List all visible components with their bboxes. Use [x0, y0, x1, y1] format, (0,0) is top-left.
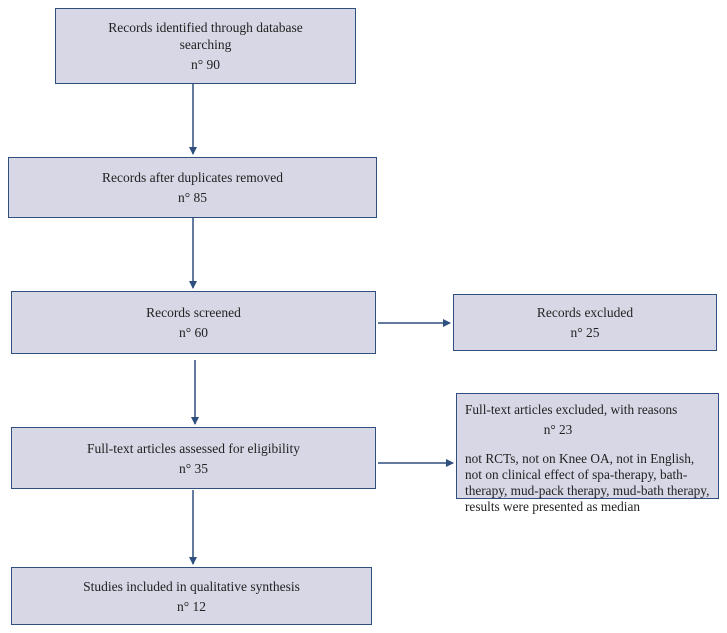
box-records-excluded-label: Records excluded: [536, 305, 634, 320]
box-records-screened: Records screened n° 60: [11, 291, 376, 354]
box-fulltext-excluded-label: Full-text articles excluded, with reason…: [465, 402, 678, 417]
box-records-after-duplicates-label: Records after duplicates removed: [101, 170, 284, 185]
box-records-screened-count: n° 60: [178, 325, 209, 340]
box-records-after-duplicates-count: n° 85: [177, 190, 208, 205]
box-fulltext-excluded-count: n° 23: [543, 422, 573, 437]
box-fulltext-excluded-reasons: not RCTs, not on Knee OA, not in English…: [465, 451, 710, 514]
box-records-identified-count: n° 90: [190, 57, 221, 72]
box-studies-included-count: n° 12: [176, 598, 207, 614]
box-records-screened-label: Records screened: [146, 305, 241, 320]
box-fulltext-assessed: Full-text articles assessed for eligibil…: [11, 427, 376, 489]
box-fulltext-assessed-label: Full-text articles assessed for eligibil…: [87, 440, 300, 456]
box-studies-included: Studies included in qualitative synthesi…: [11, 567, 372, 625]
box-records-identified-label: Records identified through database sear…: [108, 20, 303, 52]
box-fulltext-excluded: Full-text articles excluded, with reason…: [456, 393, 719, 514]
box-records-after-duplicates: Records after duplicates removed n° 85: [8, 157, 377, 218]
box-fulltext-assessed-count: n° 35: [178, 460, 209, 476]
box-studies-included-label: Studies included in qualitative synthesi…: [83, 578, 300, 594]
box-records-excluded: Records excluded n° 25: [453, 294, 717, 351]
box-records-identified: Records identified through database sear…: [55, 8, 356, 84]
box-records-excluded-count: n° 25: [570, 325, 600, 340]
